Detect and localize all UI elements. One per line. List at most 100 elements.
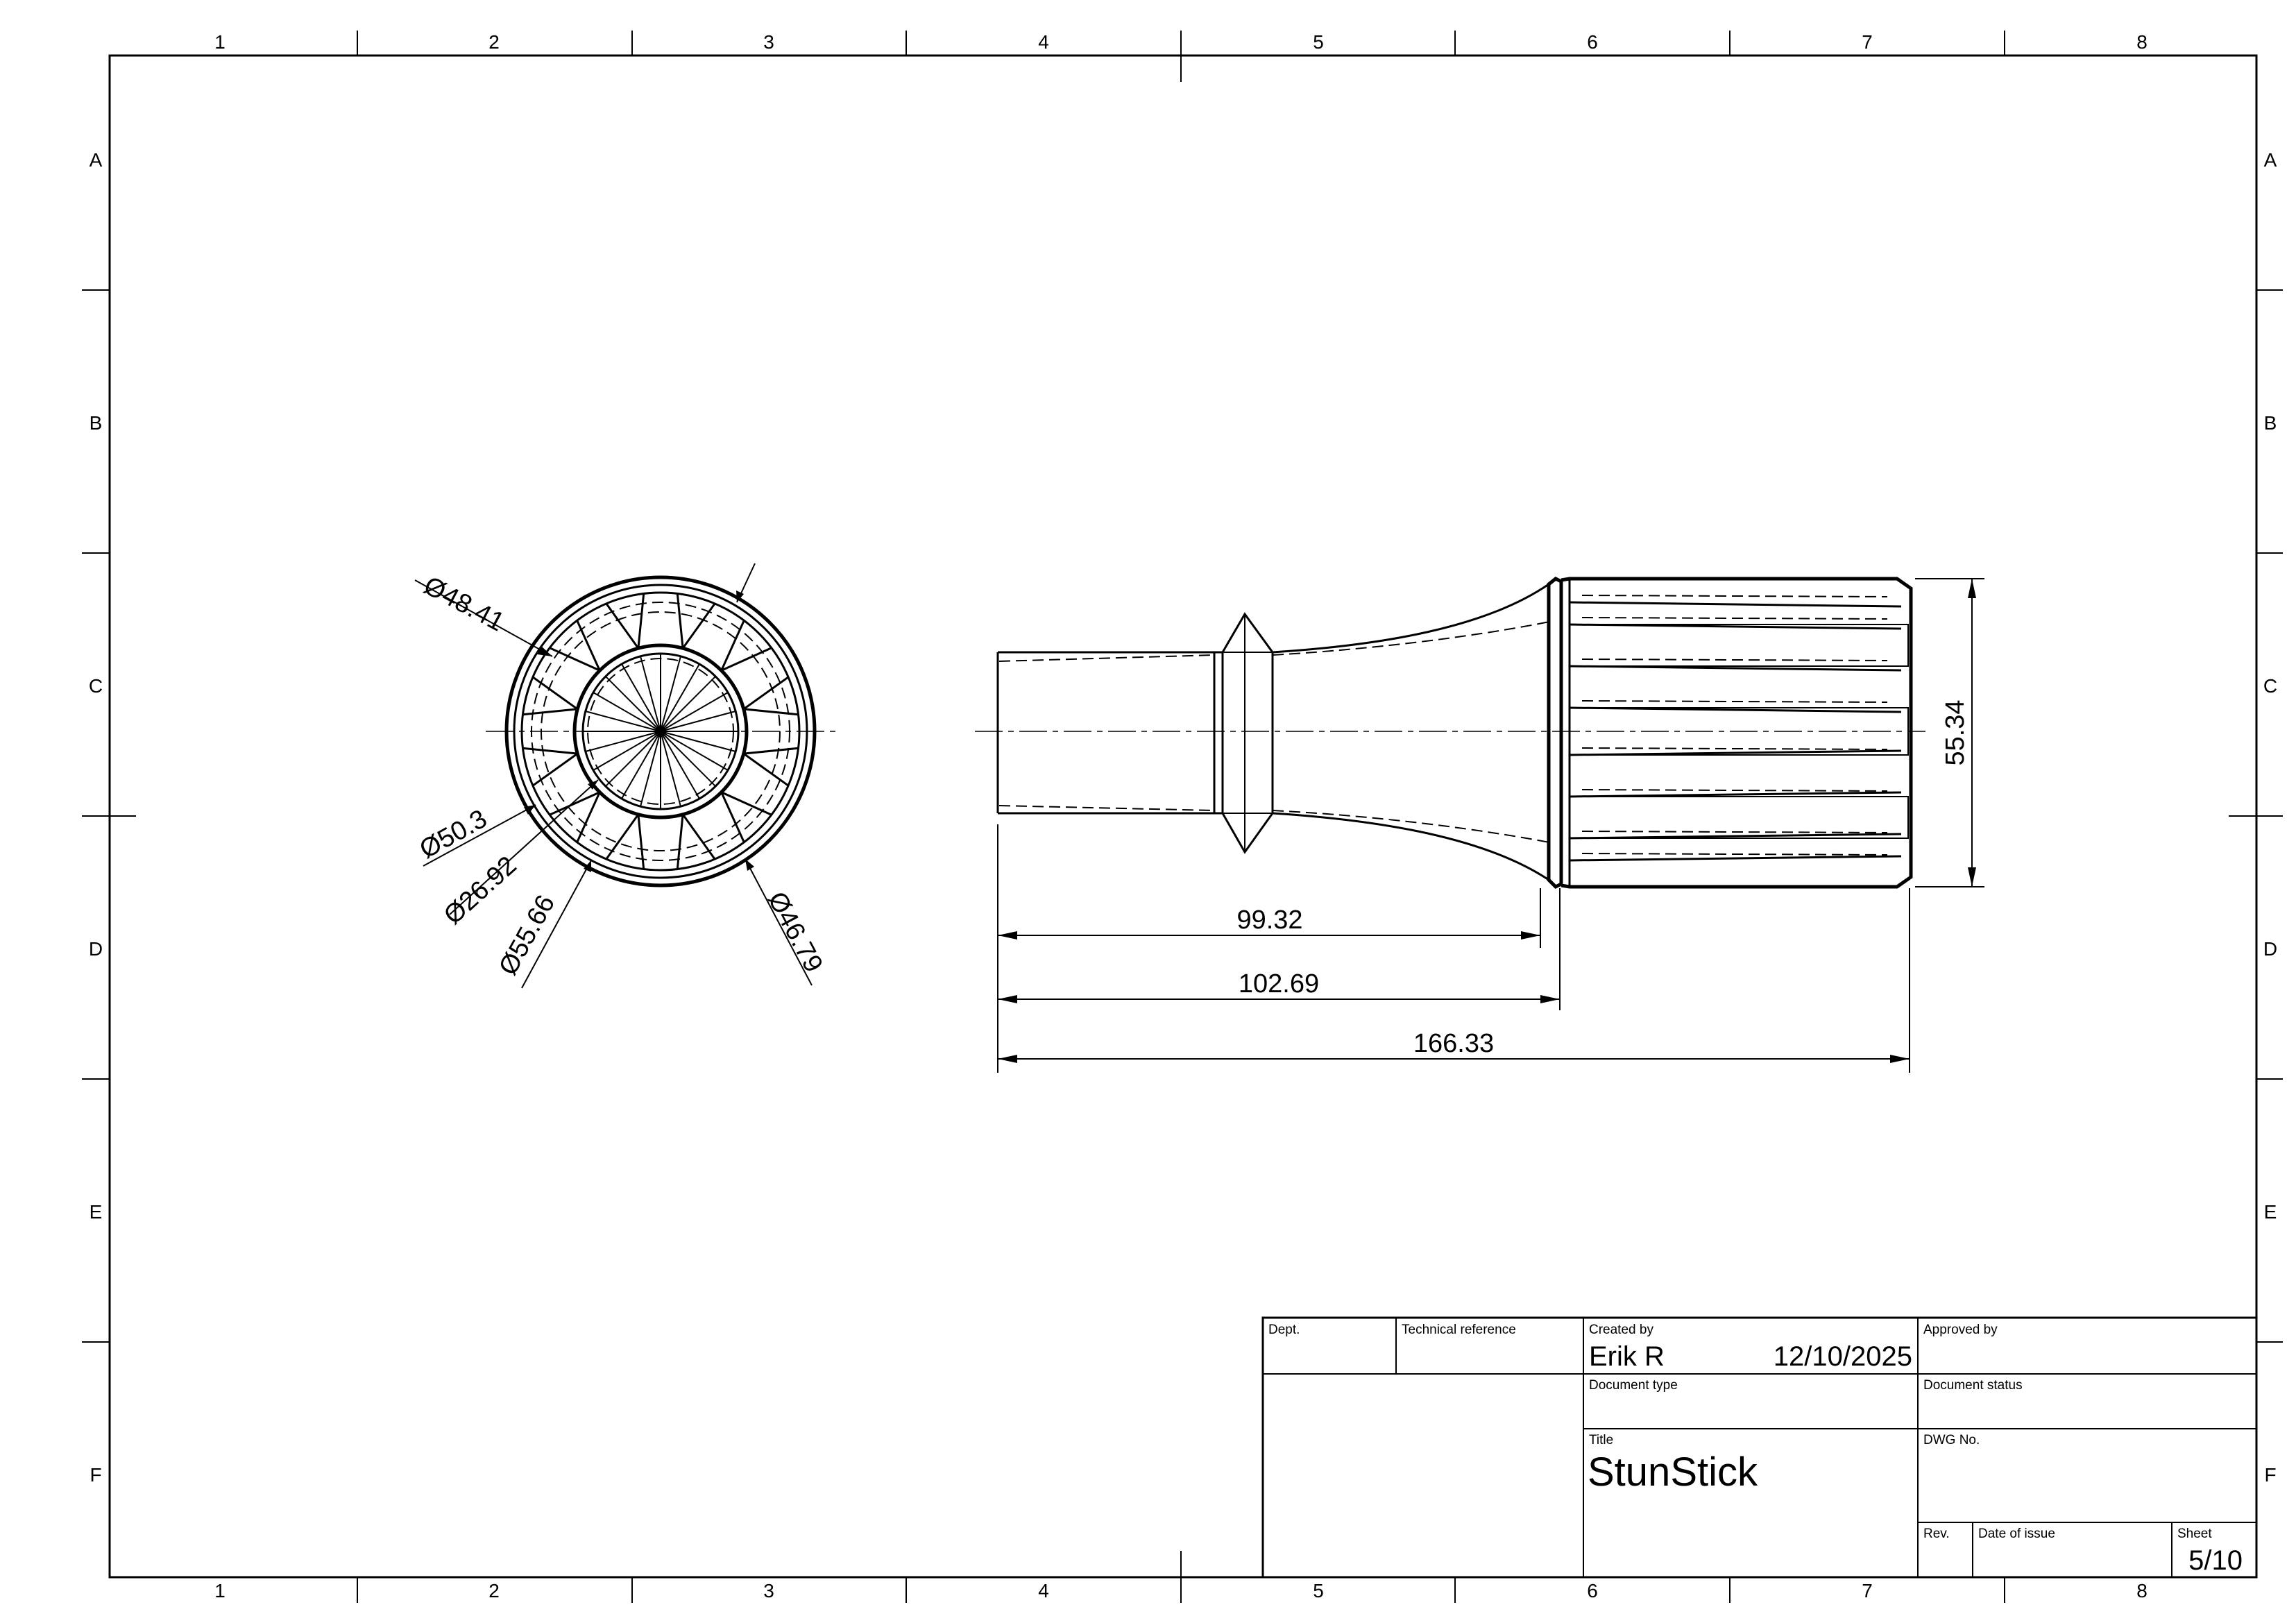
tb-sheet: 5/10 (2188, 1545, 2243, 1576)
end-view-rib (743, 747, 799, 755)
end-view-rib (721, 647, 772, 672)
title-block: Dept. Technical reference Created by Eri… (1261, 1316, 2258, 1579)
flare-top (1272, 583, 1549, 654)
end-view-spoke (621, 731, 661, 799)
end-view-rib (720, 620, 745, 671)
end-view-rib (532, 676, 579, 711)
side-view-dimension-lines (997, 578, 1984, 1073)
zone-row-right-C: C (2263, 675, 2277, 697)
end-view-spoke (660, 656, 681, 732)
tb-created-by: Erik R (1589, 1341, 1665, 1372)
zone-col-top-2: 2 (488, 31, 500, 53)
end-view-rib (720, 792, 745, 843)
end-view-spoke (660, 731, 729, 771)
title-block-frame (1261, 1316, 2258, 1579)
tb-dwg-no-label: DWG No. (1923, 1433, 1980, 1447)
end-view-rib (743, 708, 799, 716)
head-flute (1569, 796, 1909, 839)
head-rib-hidden (1581, 658, 1888, 661)
head-rib (1569, 855, 1902, 862)
zone-col-top-4: 4 (1038, 31, 1049, 53)
end-view-rib (742, 676, 789, 711)
dim-l99-32: 99.32 (1236, 906, 1302, 935)
end-view-rib (549, 647, 600, 672)
zone-col-top-6: 6 (1587, 31, 1598, 53)
head-rib (1569, 601, 1902, 608)
end-view-leaders (414, 563, 813, 989)
end-view-arrowheads (524, 590, 754, 872)
end-view-spoke (660, 711, 736, 732)
zone-col-bottom-1: 1 (214, 1580, 226, 1601)
end-view-spoke (585, 731, 661, 752)
zone-col-bottom-7: 7 (1862, 1580, 1873, 1601)
head-rib-hidden (1581, 831, 1888, 833)
flange-ring (1547, 577, 1563, 890)
head-rib-hidden (1581, 747, 1888, 750)
end-view-rib (637, 593, 645, 649)
end-view-spokes (583, 654, 738, 809)
zone-col-bottom-2: 2 (488, 1580, 500, 1601)
dim-d50-3: Ø50.3 (415, 804, 492, 865)
zone-row-right-A: A (2264, 149, 2277, 171)
end-view-spoke (585, 711, 661, 732)
flare-bottom (1272, 812, 1549, 881)
zone-row-left-E: E (90, 1201, 103, 1223)
end-view-spoke (593, 692, 661, 732)
end-view-rib (742, 752, 789, 787)
zone-col-top-3: 3 (763, 31, 774, 53)
tb-created-date: 12/10/2025 (1774, 1341, 1912, 1372)
end-view-spoke (605, 676, 661, 732)
collar-body (1213, 651, 1224, 815)
end-view-rib (605, 813, 640, 860)
tb-sheet-label: Sheet (2177, 1527, 2212, 1541)
end-view-rib (532, 752, 579, 787)
tb-rev-label: Rev. (1923, 1527, 1950, 1541)
head-rib-hidden (1581, 853, 1888, 856)
zone-col-bottom-3: 3 (763, 1580, 774, 1601)
tb-approved-by-label: Approved by (1923, 1323, 1998, 1337)
side-view (975, 577, 1925, 890)
tb-dept-label: Dept. (1268, 1323, 1300, 1337)
dim-d26-92: Ø26.92 (439, 851, 522, 931)
tb-tech-ref-label: Technical reference (1402, 1323, 1516, 1337)
zone-col-bottom-8: 8 (2136, 1580, 2148, 1601)
end-view-rib (522, 708, 578, 716)
zone-row-right-D: D (2263, 938, 2277, 960)
title-block-grid (1263, 1318, 2256, 1577)
end-view-spoke (640, 656, 661, 732)
zone-col-bottom-5: 5 (1313, 1580, 1324, 1601)
end-view-rib (576, 620, 601, 671)
end-view-rib (681, 603, 716, 649)
end-view-rib (637, 814, 645, 869)
collar-diamond (1221, 612, 1274, 854)
tb-title-label: Title (1589, 1433, 1613, 1447)
zone-col-bottom-6: 6 (1587, 1580, 1598, 1601)
end-view-rib (681, 813, 716, 860)
end-view-spoke (660, 731, 716, 787)
head-rib-hidden (1581, 617, 1888, 620)
end-view-rib (676, 814, 684, 869)
dim-h55-34: 55.34 (1941, 699, 1970, 765)
end-view-spoke (660, 731, 681, 807)
end-view-spoke (660, 692, 729, 732)
end-view-spoke (660, 663, 700, 732)
end-view-spoke (621, 663, 661, 732)
zone-ticks (82, 31, 2283, 1603)
zone-row-right-E: E (2264, 1201, 2277, 1223)
zone-col-top-1: 1 (214, 31, 226, 53)
head-ribs (1569, 595, 1909, 862)
end-view-spoke (660, 731, 700, 799)
shaft-bore-top (998, 654, 1215, 662)
zone-row-left-C: C (89, 675, 103, 697)
dim-l102-69: 102.69 (1239, 969, 1319, 999)
head-rib-hidden (1581, 700, 1888, 703)
head-flute (1569, 624, 1909, 667)
drawing-border (108, 54, 2258, 1579)
zone-labels: 1 2 3 4 5 6 7 8 1 2 3 4 5 6 7 8 A B C D … (89, 31, 2277, 1601)
tb-title: StunStick (1588, 1450, 1758, 1495)
end-view-spoke (640, 731, 661, 807)
zone-col-bottom-4: 4 (1038, 1580, 1049, 1601)
tb-created-by-label: Created by (1589, 1323, 1653, 1337)
end-view-spoke (660, 676, 716, 732)
